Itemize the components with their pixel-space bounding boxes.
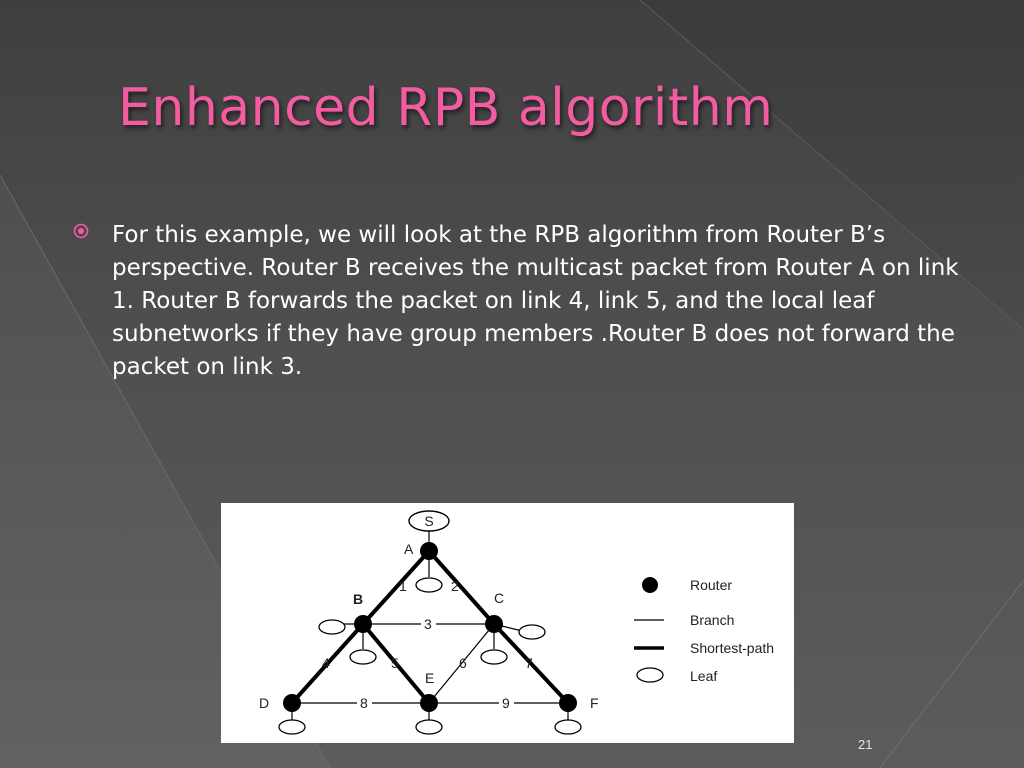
- link-label-9: 9: [502, 695, 510, 711]
- router-label-b: B: [353, 591, 363, 607]
- link-label-8: 8: [360, 695, 368, 711]
- legend-router-label: Router: [690, 577, 732, 593]
- link-1: [361, 549, 431, 626]
- link-2: [427, 549, 496, 626]
- link-label-9-bg: [499, 695, 514, 711]
- router-label-a: A: [404, 541, 414, 557]
- link-label-8-bg: [357, 695, 372, 711]
- router-label-f: F: [590, 695, 599, 711]
- link-label-4: 4: [322, 655, 330, 671]
- link-label-3-bg: [421, 616, 436, 632]
- router-f: [559, 694, 577, 712]
- router-c: [485, 615, 503, 633]
- link-5: [361, 622, 431, 705]
- router-label-d: D: [259, 695, 269, 711]
- network-diagram-svg: S: [259, 510, 774, 735]
- link-label-5: 5: [391, 655, 399, 671]
- leaf-node: [278, 719, 306, 735]
- link-7: [492, 622, 570, 705]
- legend: Router Branch Shortest-path Leaf: [634, 577, 774, 684]
- router-label-c: C: [494, 590, 504, 606]
- legend-leaf-label: Leaf: [690, 668, 717, 684]
- bullet-circle-icon: [73, 223, 89, 239]
- legend-shortest-path-label: Shortest-path: [690, 640, 774, 656]
- bullet-text: For this example, we will look at the RP…: [112, 222, 959, 380]
- leaf-node: [518, 624, 546, 640]
- slide-number: 21: [858, 737, 873, 752]
- link-label-3: 3: [424, 616, 432, 632]
- router-a: [420, 542, 438, 560]
- leaf-node: [318, 619, 346, 635]
- network-diagram: S: [221, 503, 794, 743]
- link-label-2: 2: [451, 578, 459, 594]
- source-label: S: [424, 513, 433, 529]
- router-d: [283, 694, 301, 712]
- slide-title: Enhanced RPB algorithm: [118, 78, 774, 138]
- link-label-6: 6: [459, 655, 467, 671]
- legend-branch-label: Branch: [690, 612, 734, 628]
- legend-leaf-swatch: [636, 667, 664, 683]
- link-4: [290, 622, 365, 705]
- leaf-node: [415, 719, 443, 735]
- leaf-node: [554, 719, 582, 735]
- leaf-node: [349, 649, 377, 665]
- router-b: [354, 615, 372, 633]
- legend-router-swatch: [642, 577, 658, 593]
- leaf-node: [480, 649, 508, 665]
- leaf-node: [415, 577, 443, 593]
- router-label-e: E: [425, 670, 434, 686]
- link-label-1: 1: [399, 578, 407, 594]
- link-label-7: 7: [525, 655, 533, 671]
- link-6: [428, 623, 495, 704]
- router-e: [420, 694, 438, 712]
